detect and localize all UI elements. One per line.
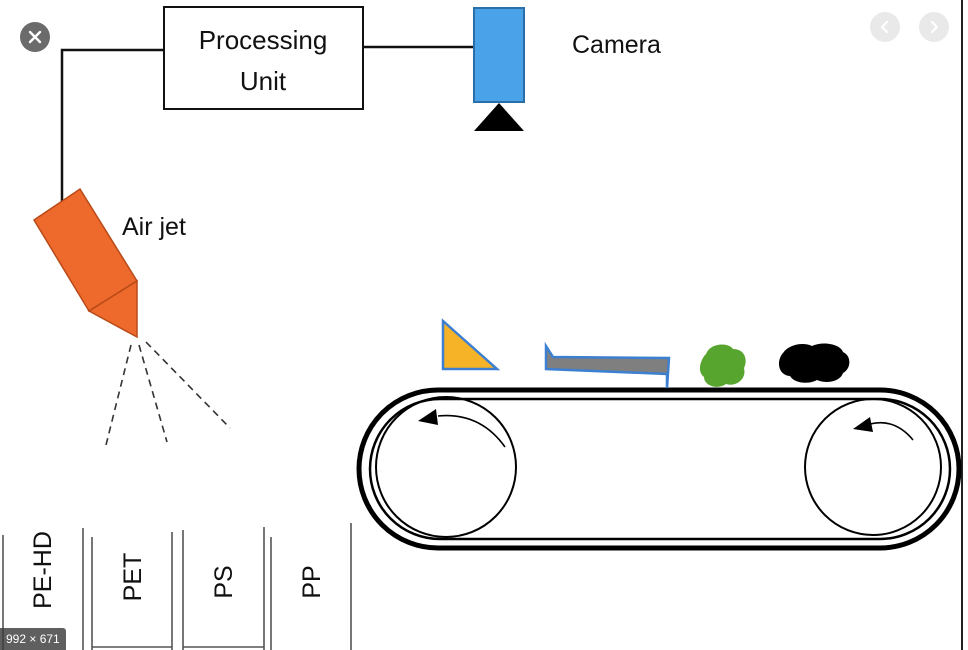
camera-label: Camera [572,31,661,59]
chevron-left-icon [880,20,889,34]
bin-label-pet: PET [119,553,147,602]
air-jet-nozzle-icon [32,187,139,339]
rotation-arrow-left-icon [418,409,506,448]
previous-image-button[interactable] [870,12,900,42]
black-plastic-item [778,343,850,383]
air-jet-label: Air jet [122,213,186,241]
triangle-plastic-item [441,318,501,371]
processing-unit-label-line1: Processing [199,25,328,55]
chevron-right-icon [930,20,939,34]
conveyor-roller-right [804,398,942,536]
image-size-badge: 992 × 671 [0,628,66,650]
processing-unit-box [163,6,364,110]
next-image-button[interactable] [919,12,949,42]
air-spray-lines [105,341,231,446]
close-button[interactable] [20,22,50,52]
conveyor-roller-left [375,396,517,538]
conveyor-belt [356,387,962,551]
strip-plastic-item [544,341,671,389]
close-icon [28,30,42,44]
green-plastic-item [699,344,746,387]
rotation-arrow-right-icon [853,417,914,441]
processing-unit-label-line2: Unit [240,66,287,96]
wire-unit-to-jet [60,48,164,206]
bin-label-ps: PS [210,565,238,598]
camera-icon [473,7,525,131]
bin-label-pe-hd: PE-HD [29,531,57,609]
bin-label-pp: PP [298,565,326,598]
